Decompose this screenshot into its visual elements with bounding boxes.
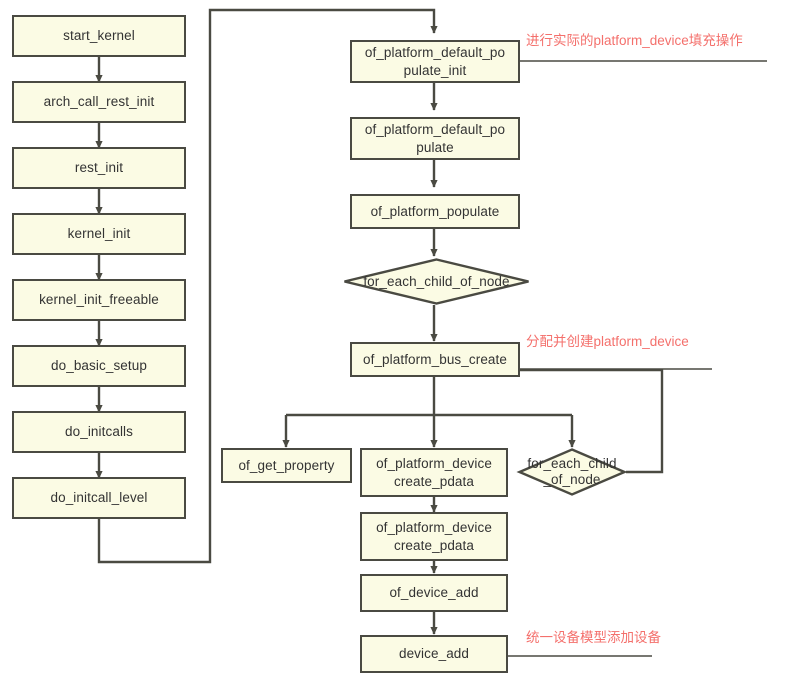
- node-arch-call-rest-init[interactable]: arch_call_rest_init: [12, 81, 186, 123]
- annotation-populate-init: 进行实际的platform_device填充操作: [526, 33, 743, 48]
- node-rest-init[interactable]: rest_init: [12, 147, 186, 189]
- annotation-device-add: 统一设备模型添加设备: [526, 630, 661, 645]
- node-for-each-child-of-node-2[interactable]: for_each_child _of_node: [516, 448, 628, 496]
- annotation-bus-create: 分配并创建platform_device: [526, 334, 689, 349]
- node-do-initcalls[interactable]: do_initcalls: [12, 411, 186, 453]
- diamond-shape-1: [344, 258, 529, 305]
- node-of-get-property[interactable]: of_get_property: [221, 448, 352, 483]
- node-device-add[interactable]: device_add: [360, 635, 508, 673]
- node-for-each-child-of-node-1[interactable]: for_each_child_of_node: [343, 258, 530, 305]
- node-of-platform-default-populate-init[interactable]: of_platform_default_po pulate_init: [350, 40, 520, 83]
- diamond-shape-2: [516, 448, 628, 496]
- node-of-device-add[interactable]: of_device_add: [360, 574, 508, 612]
- node-of-platform-device-create-pdata-1[interactable]: of_platform_device create_pdata: [360, 448, 508, 497]
- node-kernel-init[interactable]: kernel_init: [12, 213, 186, 255]
- node-kernel-init-freeable[interactable]: kernel_init_freeable: [12, 279, 186, 321]
- node-start-kernel[interactable]: start_kernel: [12, 15, 186, 57]
- node-of-platform-bus-create[interactable]: of_platform_bus_create: [350, 342, 520, 377]
- node-of-platform-default-populate[interactable]: of_platform_default_po pulate: [350, 117, 520, 160]
- node-do-initcall-level[interactable]: do_initcall_level: [12, 477, 186, 519]
- node-of-platform-device-create-pdata-2[interactable]: of_platform_device create_pdata: [360, 512, 508, 561]
- node-of-platform-populate[interactable]: of_platform_populate: [350, 194, 520, 229]
- node-do-basic-setup[interactable]: do_basic_setup: [12, 345, 186, 387]
